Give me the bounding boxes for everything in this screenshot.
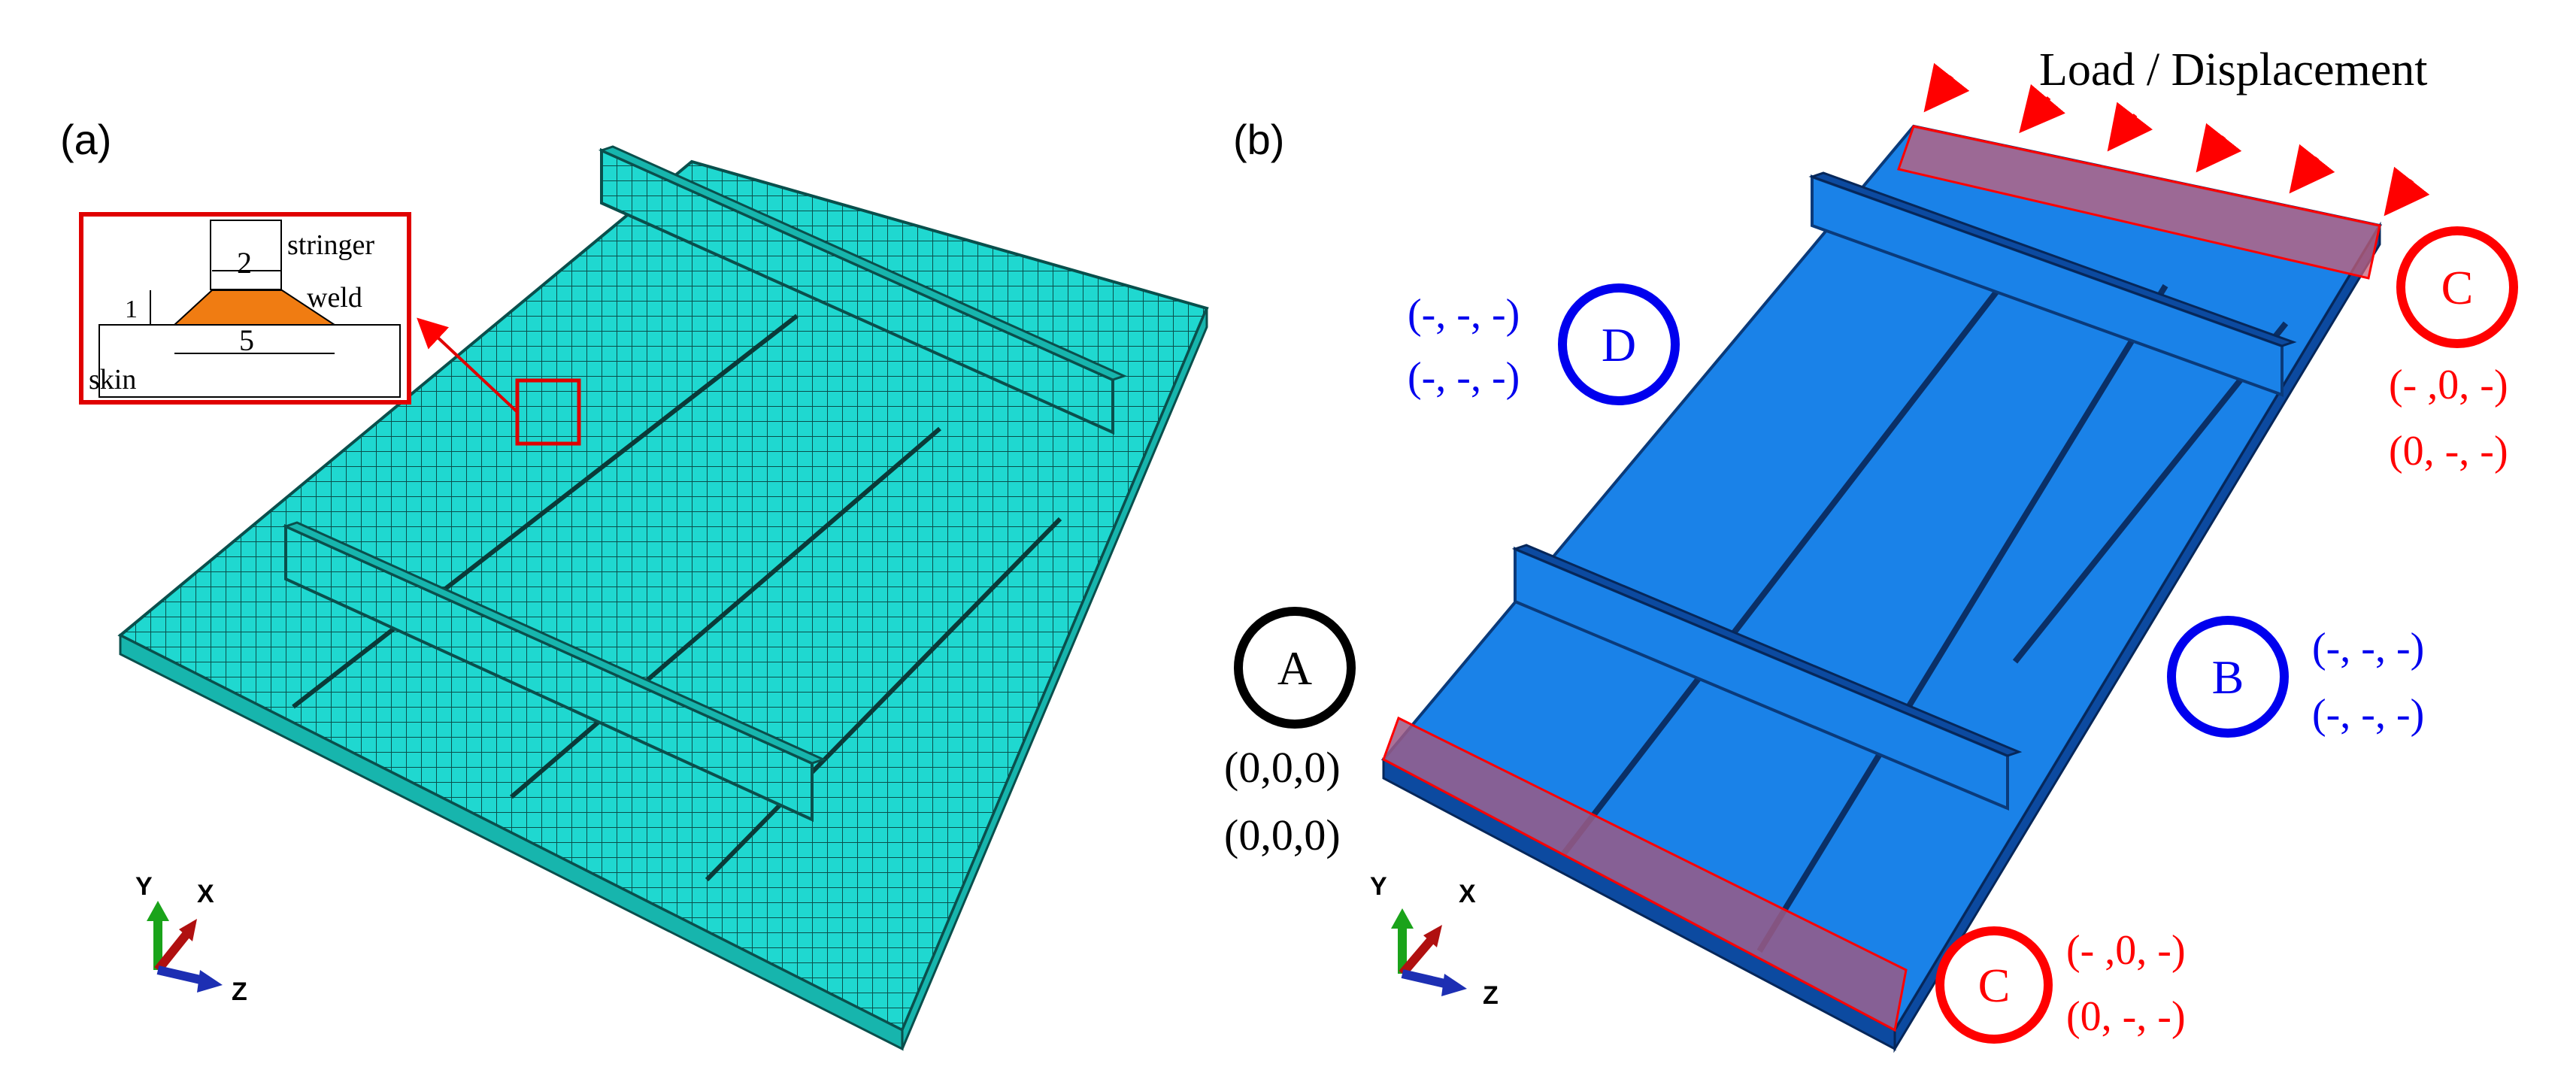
- bc-b-line2: (-, -, -): [2312, 691, 2424, 738]
- bc-d-letter: D: [1602, 318, 1636, 371]
- weld-inset: 2 stringer weld 1 5 skin: [79, 212, 411, 405]
- bc-c-bottom: C (- ,0, -) (0, -, -): [1935, 926, 2186, 1044]
- inset-weld: weld: [307, 282, 362, 314]
- bc-b-letter: B: [2212, 650, 2244, 704]
- bc-b-circle: [2167, 616, 2289, 738]
- axis-z-label-b: Z: [1483, 981, 1499, 1010]
- axis-triad-b: Y X Z: [1370, 872, 1499, 1010]
- axis-y-label: Y: [135, 872, 153, 901]
- bc-c-top-circle: [2396, 226, 2518, 348]
- zoom-arrow: [417, 317, 519, 414]
- bc-d-line1: (-, -, -): [1408, 291, 1520, 338]
- bc-c-top-line2: (0, -, -): [2389, 428, 2508, 474]
- inset-dim-2: 2: [237, 246, 252, 280]
- panel-a-label: (a): [60, 116, 111, 163]
- inset-dim-1: 1: [125, 296, 138, 323]
- bc-d-line2: (-, -, -): [1408, 354, 1520, 401]
- bc-a-line2: (0,0,0): [1224, 811, 1341, 859]
- inset-dim-5: 5: [239, 323, 254, 357]
- loaded-edge-top: [1897, 125, 2381, 280]
- bc-c-top-letter: C: [2441, 261, 2474, 314]
- bc-a: A (0,0,0) (0,0,0): [1224, 607, 1356, 859]
- bc-c-top-line1: (- ,0, -): [2389, 362, 2508, 408]
- bc-a-circle: [1234, 607, 1356, 729]
- bc-a-letter: A: [1277, 641, 1312, 695]
- axis-z-label: Z: [232, 977, 247, 1006]
- bc-d: (-, -, -) (-, -, -) D: [1408, 283, 1680, 405]
- bc-b: B (-, -, -) (-, -, -): [2167, 616, 2424, 738]
- inset-stringer: stringer: [287, 229, 374, 261]
- axis-x-label: X: [197, 880, 214, 908]
- bc-c-bottom-line2: (0, -, -): [2066, 993, 2186, 1040]
- load-label: Load / Displacement: [2039, 44, 2428, 95]
- bc-d-circle: [1558, 283, 1680, 405]
- bc-a-line1: (0,0,0): [1224, 743, 1341, 792]
- bc-c-bottom-line1: (- ,0, -): [2066, 927, 2186, 974]
- loaded-edge-bottom: [1382, 716, 1908, 1032]
- inset-skin: skin: [89, 364, 136, 396]
- panel-b-label: (b): [1233, 116, 1284, 163]
- fe-model: [1380, 124, 2383, 1053]
- mesh-model: [117, 145, 1209, 1051]
- axis-triad-a: Y X Z: [135, 872, 247, 1006]
- axis-y-label-b: Y: [1370, 872, 1387, 901]
- axis-x-label-b: X: [1459, 880, 1476, 908]
- bc-b-line1: (-, -, -): [2312, 625, 2424, 671]
- bc-c-bottom-circle: [1935, 926, 2053, 1044]
- bc-c-bottom-letter: C: [1978, 959, 2011, 1012]
- weld-shape: [172, 289, 338, 326]
- bc-c-top: C (- ,0, -) (0, -, -): [2389, 226, 2518, 474]
- load-arrows: [1923, 62, 2430, 217]
